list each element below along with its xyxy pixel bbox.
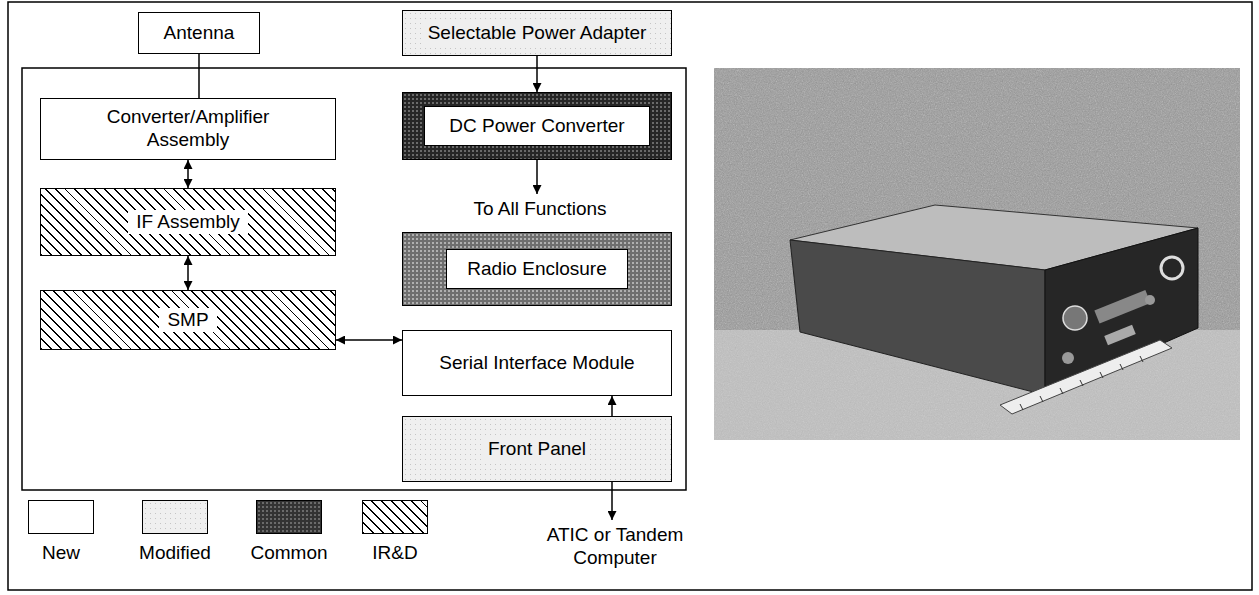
- legend-entry: Common: [239, 500, 339, 565]
- box-label: DC Power Converter: [424, 106, 649, 147]
- computer-label: ATIC or Tandem Computer: [532, 524, 698, 570]
- box-label: Selectable Power Adapter: [424, 22, 651, 45]
- converter-box: Converter/Amplifier Assembly: [40, 98, 336, 160]
- legend-swatch: [256, 500, 322, 534]
- power-adapter-box: Selectable Power Adapter: [402, 10, 672, 56]
- legend-swatch: [142, 500, 208, 534]
- box-label: Radio Enclosure: [446, 249, 627, 290]
- radio-photo: [714, 68, 1240, 440]
- power-converter-box: DC Power Converter: [402, 92, 672, 160]
- legend-swatch: [362, 500, 428, 534]
- legend-entry: New: [11, 500, 111, 565]
- power-note: To All Functions: [437, 198, 643, 221]
- enclosure-box: Radio Enclosure: [402, 232, 672, 306]
- connector: [187, 256, 189, 290]
- legend-label: Modified: [125, 542, 225, 565]
- box-label: SMP: [159, 308, 216, 333]
- if-box: IF Assembly: [40, 188, 336, 256]
- legend-entry: Modified: [125, 500, 225, 565]
- box-label: Front Panel: [484, 438, 590, 461]
- box-label: Converter/Amplifier Assembly: [88, 106, 288, 152]
- box-label: Serial Interface Module: [439, 352, 634, 375]
- front-panel-box: Front Panel: [402, 416, 672, 482]
- legend-label: Common: [239, 542, 339, 565]
- radio-housing: [22, 68, 686, 490]
- legend-entry: IR&D: [345, 500, 445, 565]
- legend-swatch: [28, 500, 94, 534]
- box-label: IF Assembly: [128, 210, 247, 235]
- connector: [198, 54, 200, 98]
- box-label: Antenna: [164, 22, 235, 45]
- processor-box: SMP: [40, 290, 336, 350]
- antenna-box: Antenna: [138, 12, 260, 54]
- connector: [536, 56, 538, 92]
- interface-box: Serial Interface Module: [402, 330, 672, 396]
- connector: [336, 339, 402, 341]
- legend-label: New: [11, 542, 111, 565]
- figure-frame: [8, 2, 1252, 590]
- power-arrow: [536, 160, 538, 194]
- connector: [187, 160, 189, 188]
- legend-label: IR&D: [345, 542, 445, 565]
